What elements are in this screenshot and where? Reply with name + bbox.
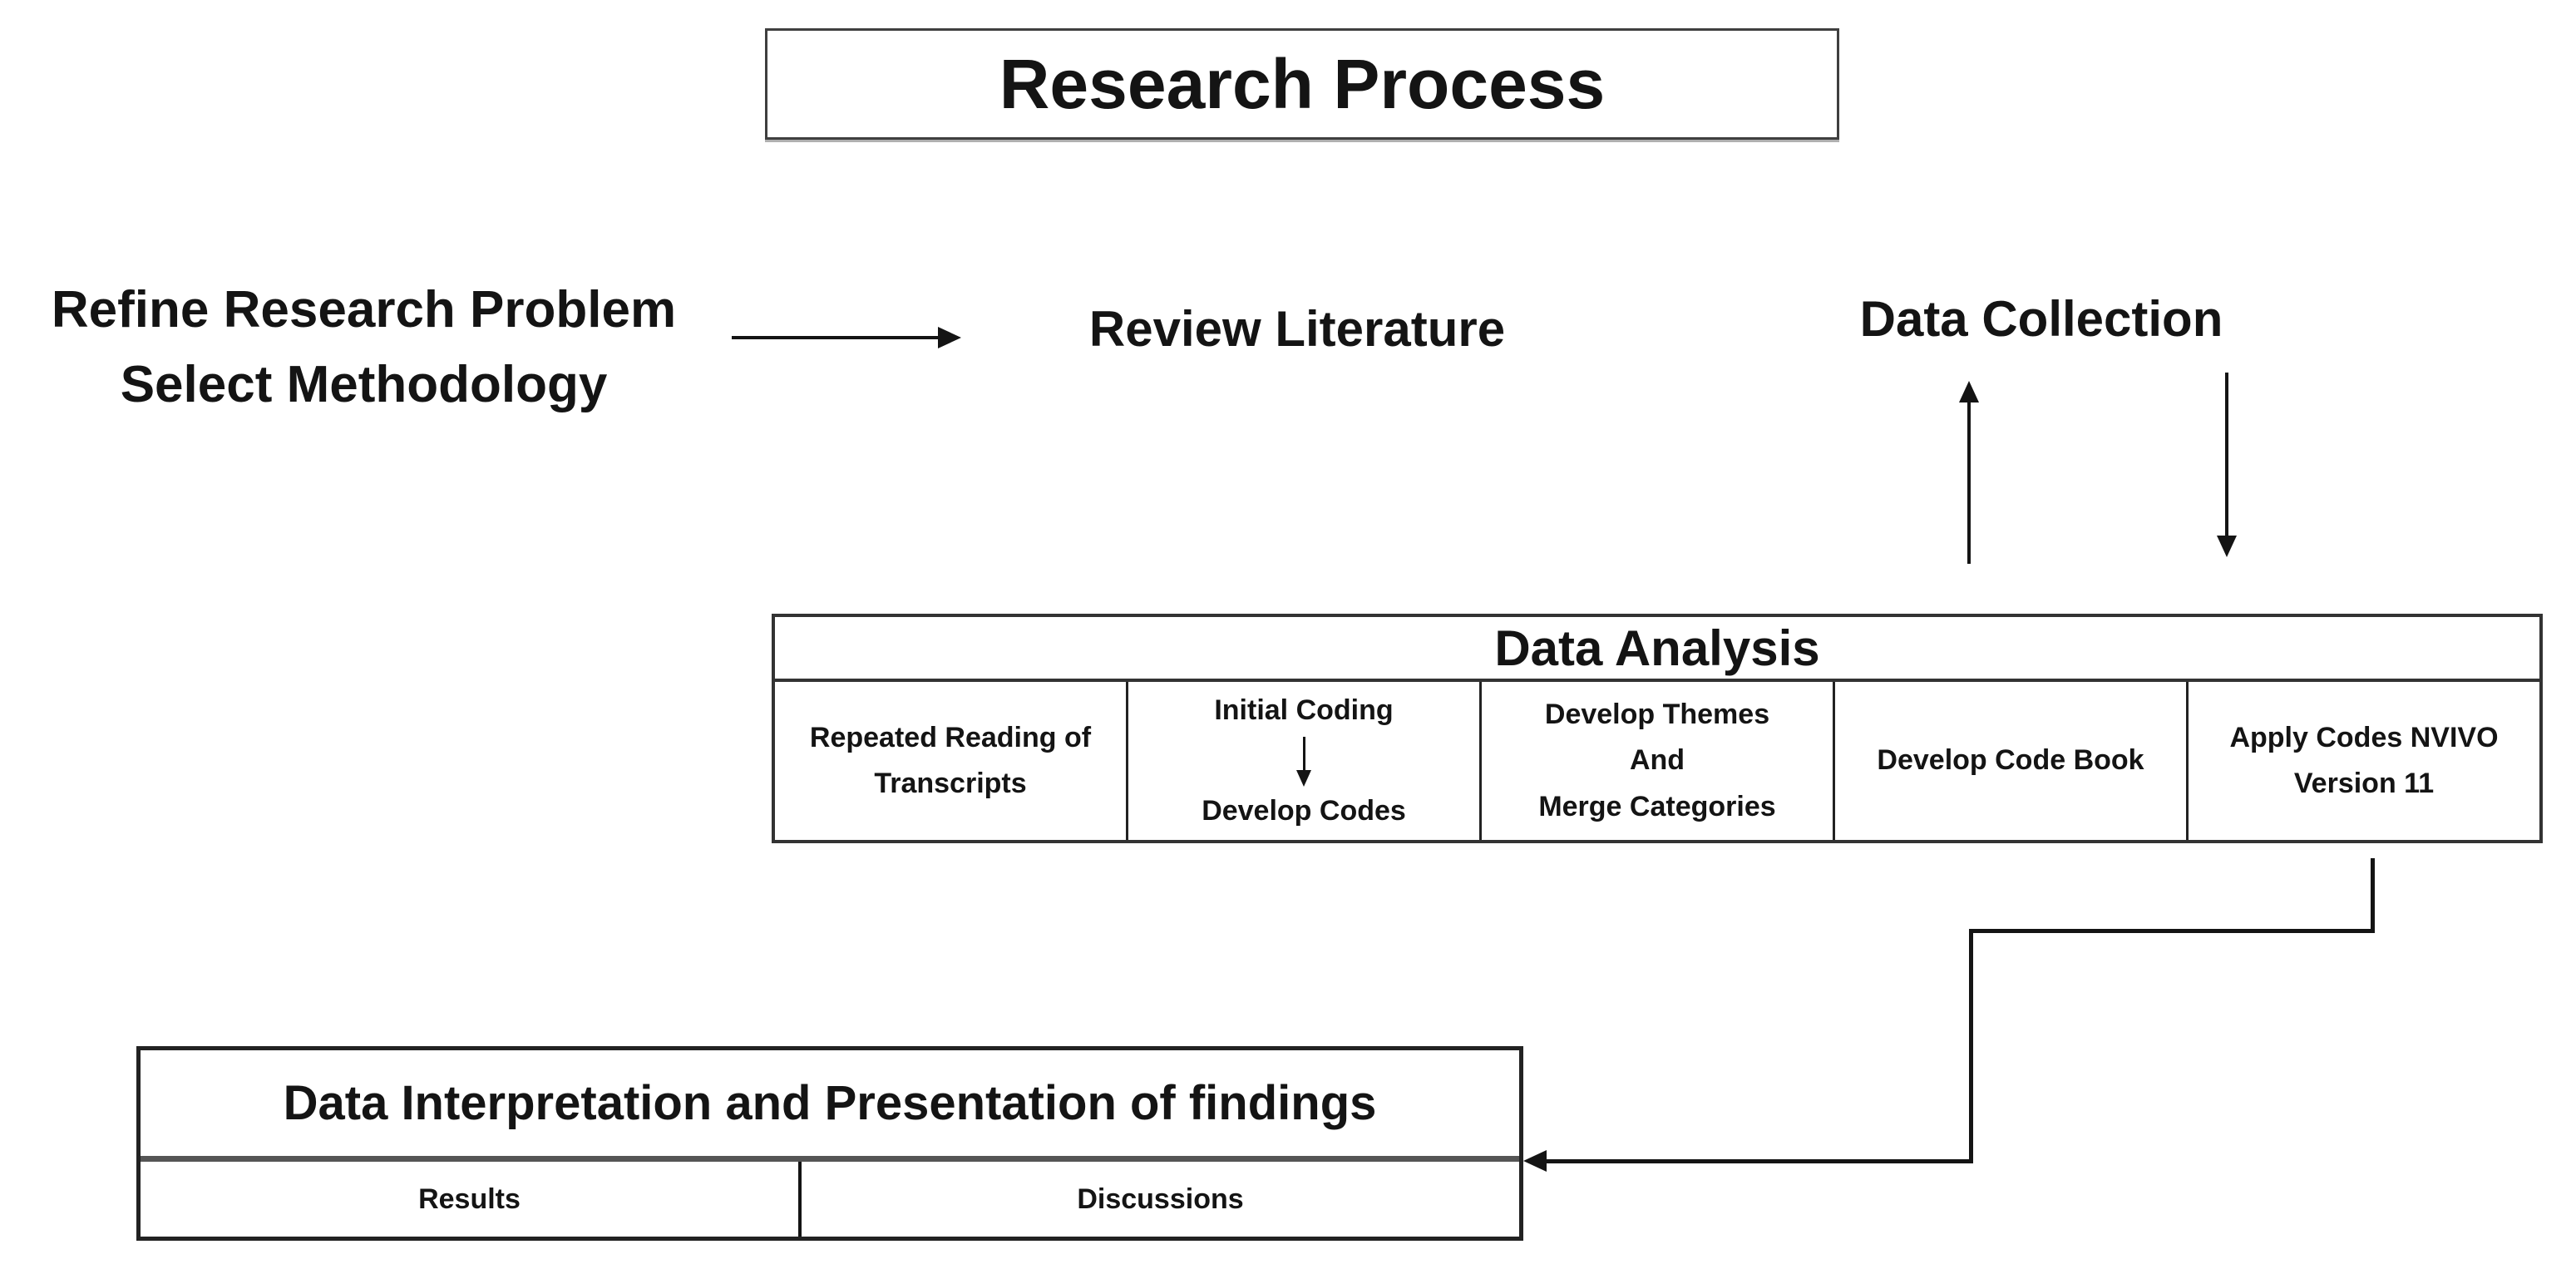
cell-repeated-reading-line1: Repeated Reading of bbox=[809, 721, 1092, 753]
interpretation-title: Data Interpretation and Presentation of … bbox=[283, 1076, 1377, 1130]
cell-develop-themes-line2: And bbox=[1629, 744, 1685, 777]
right-arrow-line bbox=[732, 336, 940, 339]
data-analysis-header: Data Analysis bbox=[775, 617, 2539, 682]
results-label: Results bbox=[418, 1183, 521, 1215]
initial-coding-down-arrow bbox=[1296, 737, 1311, 787]
connector-arrow-head bbox=[1523, 1150, 1547, 1172]
connector-segment-h2 bbox=[1543, 1159, 1973, 1163]
cell-repeated-reading: Repeated Reading of Transcripts bbox=[775, 682, 1128, 840]
cell-initial-coding-label: Initial Coding bbox=[1214, 694, 1394, 726]
connector-segment-v1 bbox=[2371, 858, 2375, 933]
step-data-collection: Data Collection bbox=[1821, 283, 2262, 355]
cell-discussions: Discussions bbox=[802, 1162, 1519, 1237]
cell-apply-codes-nvivo: Apply Codes NVIVO Version 11 bbox=[2189, 682, 2539, 840]
data-analysis-table: Data Analysis Repeated Reading of Transc… bbox=[772, 614, 2543, 843]
cell-apply-codes-line1: Apply Codes NVIVO bbox=[2229, 721, 2499, 753]
cell-develop-themes-line3: Merge Categories bbox=[1538, 790, 1776, 822]
down-arrow-head bbox=[2217, 536, 2237, 557]
interpretation-header: Data Interpretation and Presentation of … bbox=[141, 1050, 1519, 1162]
title-box: Research Process bbox=[765, 28, 1839, 140]
cell-repeated-reading-line2: Transcripts bbox=[874, 768, 1027, 799]
connector-segment-h1 bbox=[1969, 929, 2375, 933]
down-arrow-line bbox=[2225, 373, 2228, 537]
interpretation-box: Data Interpretation and Presentation of … bbox=[136, 1046, 1523, 1241]
cell-results: Results bbox=[141, 1162, 802, 1237]
right-arrow-head bbox=[938, 327, 961, 348]
cell-initial-coding: Initial Coding Develop Codes bbox=[1128, 682, 1482, 840]
cell-develop-themes-line1: Develop Themes bbox=[1544, 699, 1770, 731]
cell-develop-themes: Develop Themes And Merge Categories bbox=[1482, 682, 1835, 840]
step-refine-line1: Refine Research Problem bbox=[51, 281, 677, 338]
page-title: Research Process bbox=[999, 44, 1606, 123]
step-review-label: Review Literature bbox=[1088, 301, 1506, 357]
up-arrow-head bbox=[1959, 381, 1979, 402]
initial-coding-down-arrow-head bbox=[1296, 770, 1311, 787]
step-review-literature: Review Literature bbox=[1052, 293, 1542, 365]
data-analysis-title: Data Analysis bbox=[1494, 620, 1820, 676]
cell-develop-code-book: Develop Code Book bbox=[1835, 682, 2189, 840]
step-collection-label: Data Collection bbox=[1859, 291, 2223, 347]
cell-develop-code-book-label: Develop Code Book bbox=[1877, 744, 2144, 777]
step-refine-line2: Select Methodology bbox=[120, 355, 608, 413]
cell-apply-codes-line2: Version 11 bbox=[2293, 768, 2435, 799]
connector-segment-v2 bbox=[1969, 929, 1973, 1163]
cell-develop-codes-label: Develop Codes bbox=[1202, 795, 1406, 827]
data-analysis-body: Repeated Reading of Transcripts Initial … bbox=[775, 682, 2539, 840]
initial-coding-down-arrow-line bbox=[1302, 737, 1305, 770]
interpretation-cells: Results Discussions bbox=[141, 1162, 1519, 1237]
up-arrow-line bbox=[1967, 402, 1971, 564]
step-refine-methodology: Refine Research Problem Select Methodolo… bbox=[12, 273, 715, 422]
discussions-label: Discussions bbox=[1077, 1183, 1244, 1215]
